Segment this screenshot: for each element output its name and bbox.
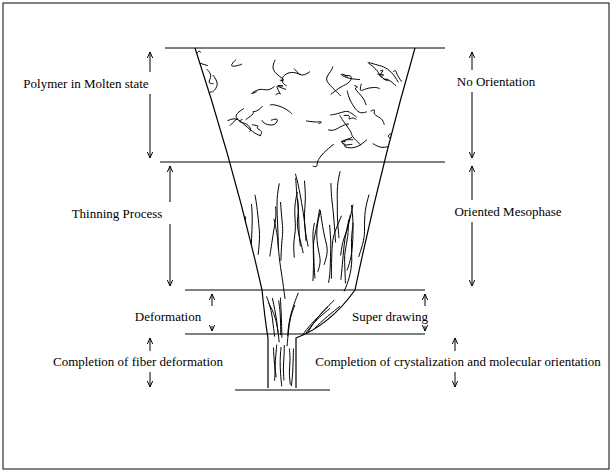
stage-label: Polymer in Molten state (23, 76, 148, 91)
stage-label: Completion of crystalization and molecul… (315, 354, 601, 369)
stage-label: Completion of fiber deformation (53, 354, 223, 369)
stage-label: Thinning Process (72, 206, 163, 221)
chain-texture (185, 51, 407, 386)
span-arrows (150, 52, 472, 387)
stage-label: Super drawing (352, 309, 428, 324)
stage-label: Oriented Mesophase (454, 204, 561, 219)
stage-label: No Orientation (457, 74, 535, 89)
stage-label: Deformation (135, 309, 201, 324)
funnel-outline (195, 48, 415, 388)
stage-lines (160, 48, 445, 390)
frame (3, 3, 609, 469)
